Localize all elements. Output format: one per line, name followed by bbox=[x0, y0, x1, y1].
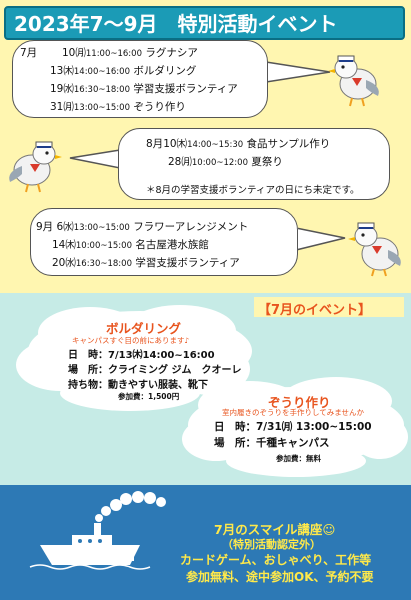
schedule-event: 名古屋港水族館 bbox=[135, 239, 209, 251]
schedule-time: 10:00~12:00 bbox=[191, 158, 248, 168]
place-value: クライミング ジム クオーレ bbox=[108, 365, 242, 376]
place-label: 場 所： bbox=[214, 437, 256, 449]
bouldering-cloud bbox=[16, 305, 252, 411]
schedule-row: 14㈭10:00~15:00 名古屋港水族館 bbox=[52, 237, 209, 252]
schedule-date: 10㈭ bbox=[163, 138, 188, 150]
july-events-heading-box bbox=[254, 297, 404, 317]
bouldering-place-row: 場 所：クライミング ジム クオーレ bbox=[68, 361, 241, 376]
schedule-event: ぞうり作り bbox=[133, 101, 186, 113]
smile-course-line2: 参加無料、途中参加OK、予約不要 bbox=[186, 570, 374, 584]
schedule-row: 9月 6㈬13:00~15:00 フラワーアレンジメント bbox=[36, 219, 248, 234]
water-line bbox=[29, 564, 151, 570]
smile-course-line1: カードゲーム、おしゃべり、工作等 bbox=[180, 553, 372, 567]
schedule-time: 14:00~16:00 bbox=[73, 67, 130, 77]
items-value: 動きやすい服装、靴下 bbox=[108, 380, 208, 391]
date-label: 日 時： bbox=[68, 350, 108, 361]
july-schedule-bubble bbox=[12, 40, 268, 118]
schedule-event: ボルダリング bbox=[133, 65, 197, 77]
seagull-sailor-icon bbox=[348, 222, 401, 277]
bouldering-fee: 参加費：1,500円 bbox=[118, 392, 180, 401]
schedule-row: 20㈬16:30~18:00 学習支援ボランティア bbox=[52, 255, 240, 270]
schedule-event: 学習支援ボランティア bbox=[135, 257, 240, 269]
september-month-label: 9月 bbox=[36, 221, 54, 233]
schedule-row: 13㈭14:00~16:00 ボルダリング bbox=[50, 63, 196, 78]
smoke-icon bbox=[95, 491, 166, 522]
schedule-date: 20㈬ bbox=[52, 257, 76, 269]
bouldering-date-row: 日 時：7/13㈭14:00~16:00 bbox=[68, 346, 215, 361]
schedule-date: 28㈪ bbox=[168, 156, 192, 168]
seagull-sailor-icon bbox=[328, 55, 379, 107]
title-bar bbox=[4, 6, 405, 40]
smile-course-title: 7月のスマイル講座☺ bbox=[214, 522, 336, 537]
items-label: 持ち物： bbox=[68, 380, 108, 391]
zouri-cloud bbox=[182, 377, 408, 477]
page-title: 2023年7～9月 特別活動イベント bbox=[14, 12, 338, 36]
august-schedule-bubble bbox=[118, 128, 390, 200]
date-label: 日 時： bbox=[214, 421, 256, 433]
schedule-time: 13:00~15:00 bbox=[73, 223, 130, 233]
schedule-time: 13:00~15:00 bbox=[73, 103, 130, 113]
schedule-row: 19㈬16:30~18:00 学習支援ボランティア bbox=[50, 81, 238, 96]
july-events-heading: 【7月のイベント】 bbox=[258, 303, 372, 318]
schedule-row: 10㈪11:00~16:00 ラグナシア bbox=[62, 45, 198, 60]
place-value: 千種キャンパス bbox=[256, 437, 330, 449]
ship-illustration bbox=[29, 491, 166, 570]
schedule-time: 16:30~18:00 bbox=[73, 85, 130, 95]
schedule-row: 8月10㈭14:00~15:30 食品サンプル作り bbox=[146, 136, 330, 151]
schedule-time: 14:00~15:30 bbox=[187, 140, 244, 150]
schedule-time: 16:30~18:00 bbox=[75, 259, 132, 269]
august-note: ＊8月の学習支援ボランティアの日にち未定です。 bbox=[146, 185, 360, 196]
schedule-date: 19㈬ bbox=[50, 83, 74, 95]
zouri-subtitle: 室内履きのぞうりを手作りしてみませんか bbox=[222, 408, 365, 417]
seagull-sailor-icon bbox=[9, 141, 62, 193]
bubble-tail-july bbox=[265, 61, 331, 83]
schedule-event: フラワーアレンジメント bbox=[133, 221, 249, 233]
smile-course-subtitle: （特別活動認定外） bbox=[222, 538, 321, 551]
schedule-date: 10㈪ bbox=[62, 47, 86, 59]
schedule-row: 28㈪10:00~12:00 夏祭り bbox=[168, 154, 283, 169]
ship-funnel bbox=[94, 523, 101, 541]
schedule-time: 11:00~16:00 bbox=[85, 49, 142, 59]
zouri-title: ぞうり作り bbox=[268, 395, 331, 410]
september-schedule-bubble bbox=[30, 208, 298, 276]
schedule-date: 6㈬ bbox=[56, 221, 74, 233]
schedule-event: 食品サンプル作り bbox=[246, 138, 331, 150]
bubble-tail-september bbox=[295, 227, 346, 251]
zouri-date-row: 日 時：7/31㈪ 13:00~15:00 bbox=[214, 419, 372, 434]
schedule-event: 学習支援ボランティア bbox=[133, 83, 238, 95]
bouldering-title: ボルダリング bbox=[106, 321, 182, 336]
schedule-date: 14㈭ bbox=[52, 239, 76, 251]
cloud-shapes bbox=[16, 305, 408, 477]
smile-course-section-bg bbox=[0, 485, 411, 600]
date-value: 7/31㈪ 13:00~15:00 bbox=[256, 421, 372, 433]
schedule-time: 10:00~15:00 bbox=[75, 241, 132, 251]
bouldering-subtitle: キャンパスすぐ目の前にあります♪ bbox=[72, 336, 190, 345]
schedule-event: ラグナシア bbox=[145, 47, 198, 59]
schedule-date: 31㈪ bbox=[50, 101, 74, 113]
zouri-place-row: 場 所：千種キャンパス bbox=[214, 435, 330, 450]
july-month-label: 7月 bbox=[20, 47, 38, 59]
august-month-label: 8月 bbox=[146, 138, 164, 150]
schedule-event: 夏祭り bbox=[251, 156, 283, 168]
ship-hull bbox=[40, 545, 140, 565]
schedule-row: 31㈪13:00~15:00 ぞうり作り bbox=[50, 99, 186, 114]
bubble-tail-august bbox=[69, 149, 121, 169]
bouldering-items-row: 持ち物：動きやすい服装、靴下 bbox=[68, 376, 208, 391]
schedule-date: 13㈭ bbox=[50, 65, 74, 77]
date-value: 7/13㈭14:00~16:00 bbox=[108, 350, 215, 361]
place-label: 場 所： bbox=[68, 365, 108, 376]
zouri-fee: 参加費：無料 bbox=[276, 454, 321, 463]
